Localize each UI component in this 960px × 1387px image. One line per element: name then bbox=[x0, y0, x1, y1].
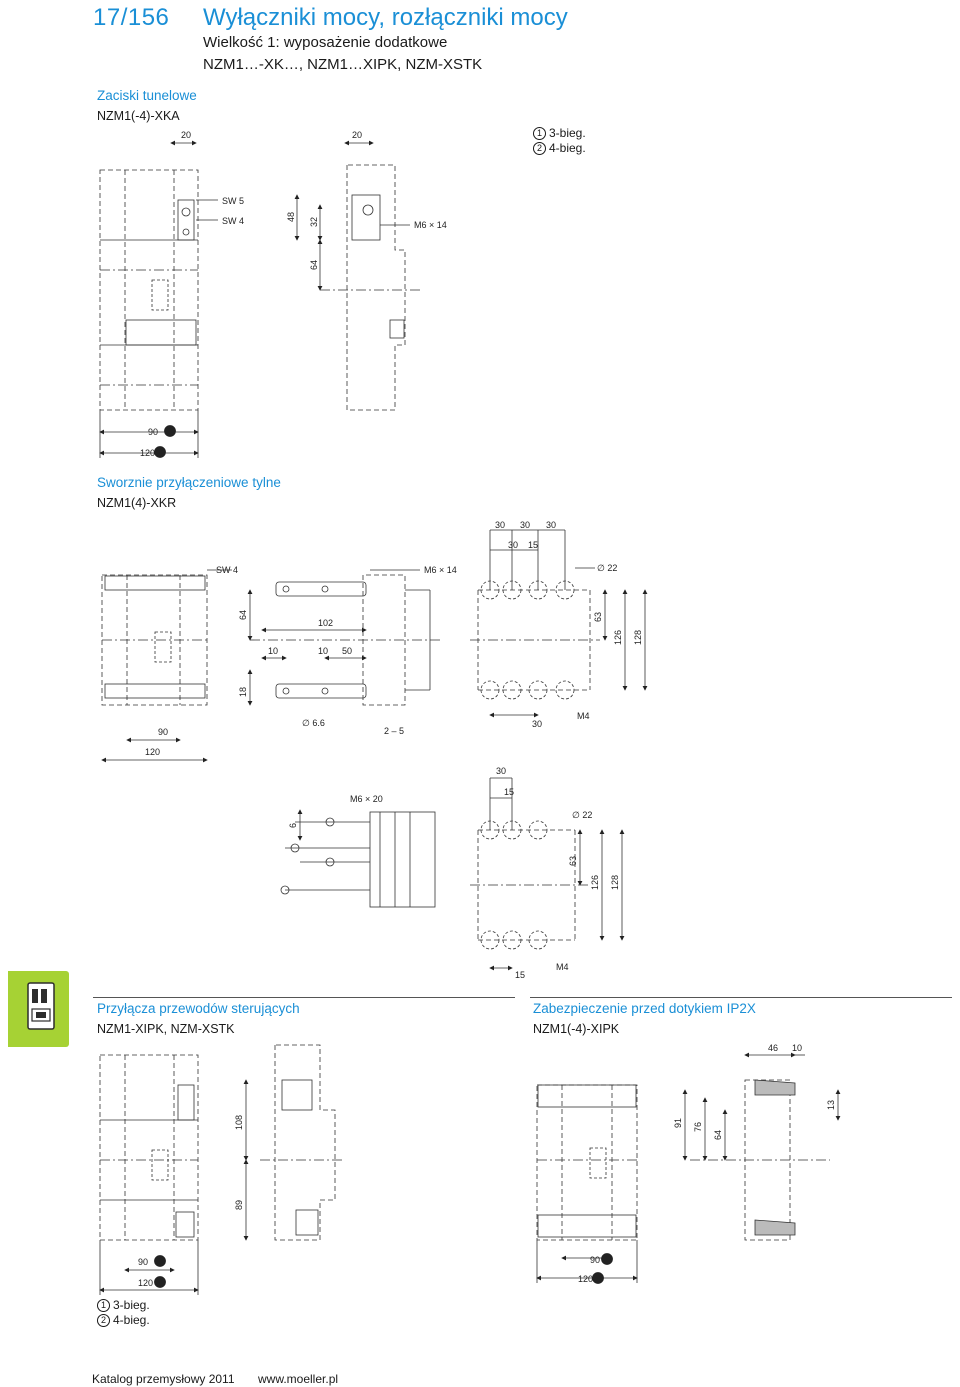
section-code-tunnel-terminals: NZM1(-4)-XKA bbox=[97, 109, 180, 123]
touch-protection-front-view bbox=[536, 1084, 638, 1241]
dim-label: 76 bbox=[693, 1122, 703, 1132]
dim-label: 128 bbox=[633, 630, 643, 645]
dim-label: 46 bbox=[768, 1043, 778, 1053]
section-code-rear-studs: NZM1(4)-XKR bbox=[97, 496, 177, 510]
dim-label: 108 bbox=[234, 1115, 244, 1130]
dim-label: 30 bbox=[495, 520, 505, 530]
dim-label: 126 bbox=[590, 875, 600, 890]
rear-stud-hole-pattern bbox=[470, 580, 600, 700]
dim-label: 89 bbox=[234, 1200, 244, 1210]
dim-label: 10 bbox=[268, 646, 278, 656]
dim-label: ∅ 22 bbox=[597, 563, 617, 573]
dim-label: M6 × 14 bbox=[424, 565, 457, 575]
dim-label: ∅ 22 bbox=[572, 810, 592, 820]
marker-2: 2 bbox=[595, 1273, 600, 1283]
dim-label: 20 bbox=[352, 130, 362, 140]
dim-label: 90 bbox=[148, 427, 158, 437]
marker-1: 1 bbox=[604, 1254, 609, 1264]
rear-stud-side-view bbox=[250, 574, 440, 706]
dim-label: SW 4 bbox=[222, 216, 244, 226]
dim-label: 30 bbox=[520, 520, 530, 530]
dim-label: M4 bbox=[556, 962, 569, 972]
control-wiring-front-view bbox=[99, 1054, 199, 1241]
rear-stud-lower-hole-pattern bbox=[470, 820, 590, 950]
dim-label: 90 bbox=[138, 1257, 148, 1267]
dim-label: 64 bbox=[309, 260, 319, 270]
rear-stud-assembly-view bbox=[280, 811, 436, 908]
dim-label: 90 bbox=[158, 727, 168, 737]
dim-label: 126 bbox=[613, 630, 623, 645]
section-heading-tunnel-terminals: Zaciski tunelowe bbox=[97, 88, 197, 103]
dim-label: M6 × 14 bbox=[414, 220, 447, 230]
dim-label: ∅ 6.6 bbox=[302, 718, 325, 728]
marker-2: 2 bbox=[157, 447, 162, 457]
dim-label: 13 bbox=[826, 1100, 836, 1110]
dim-label: 90 bbox=[590, 1255, 600, 1265]
marker-1: 1 bbox=[167, 426, 172, 436]
section-code-touch-protection: NZM1(-4)-XIPK bbox=[533, 1022, 620, 1036]
marker-1: 1 bbox=[157, 1256, 162, 1266]
control-wiring-side-view bbox=[260, 1044, 345, 1241]
dim-label: 50 bbox=[342, 646, 352, 656]
dim-label: 91 bbox=[673, 1118, 683, 1128]
section-divider bbox=[93, 997, 515, 998]
dim-label: 128 bbox=[610, 875, 620, 890]
dim-label: 63 bbox=[593, 612, 603, 622]
dim-label: 120 bbox=[140, 448, 155, 458]
dim-label: 63 bbox=[568, 856, 578, 866]
dim-label: 10 bbox=[318, 646, 328, 656]
dim-label: M4 bbox=[577, 711, 590, 721]
section-heading-rear-studs: Sworznie przyłączeniowe tylne bbox=[97, 475, 281, 490]
dim-label: 10 bbox=[792, 1043, 802, 1053]
dim-label: 18 bbox=[238, 687, 248, 697]
dim-label: 120 bbox=[578, 1274, 593, 1284]
rear-stud-front-view bbox=[101, 574, 208, 706]
product-codes: NZM1…-XK…, NZM1…XIPK, NZM-XSTK bbox=[203, 56, 483, 73]
dim-label: 30 bbox=[546, 520, 556, 530]
page-number: 17/156 bbox=[93, 4, 170, 31]
section-code-control-wiring: NZM1-XIPK, NZM-XSTK bbox=[97, 1022, 235, 1036]
dim-label: 30 bbox=[508, 540, 518, 550]
footer-url: www.moeller.pl bbox=[258, 1372, 339, 1386]
chapter-tab bbox=[8, 971, 69, 1047]
dim-label: 15 bbox=[515, 970, 525, 980]
tunnel-terminal-side-view bbox=[320, 164, 420, 411]
dim-label: SW 5 bbox=[222, 196, 244, 206]
dim-label: 30 bbox=[496, 766, 506, 776]
dim-label: 120 bbox=[145, 747, 160, 757]
dim-label: M6 × 20 bbox=[350, 794, 383, 804]
section-heading-control-wiring: Przyłącza przewodów sterujących bbox=[97, 1001, 300, 1016]
marker-2: 2 bbox=[157, 1277, 162, 1287]
dim-label: 15 bbox=[504, 787, 514, 797]
dim-label: 102 bbox=[318, 618, 333, 628]
dim-label: 15 bbox=[528, 540, 538, 550]
dim-label: 30 bbox=[532, 719, 542, 729]
tunnel-terminal-front-view bbox=[99, 169, 199, 411]
dim-label: 64 bbox=[238, 610, 248, 620]
breaker-icon bbox=[27, 982, 55, 1030]
dim-label: 64 bbox=[713, 1130, 723, 1140]
dim-label: 6 bbox=[288, 823, 298, 828]
section-divider bbox=[530, 997, 952, 998]
page-title: Wyłączniki mocy, rozłączniki mocy bbox=[203, 4, 568, 31]
dim-label: SW 4 bbox=[216, 565, 238, 575]
dim-label: 20 bbox=[181, 130, 191, 140]
section-heading-touch-protection: Zabezpieczenie przed dotykiem IP2X bbox=[533, 1001, 756, 1016]
touch-protection-side-view bbox=[690, 1079, 830, 1241]
dim-label: 120 bbox=[138, 1278, 153, 1288]
dim-label: 48 bbox=[286, 212, 296, 222]
dim-label: 2 – 5 bbox=[384, 726, 404, 736]
dim-label: 32 bbox=[309, 217, 319, 227]
footer-catalog: Katalog przemysłowy 2011 bbox=[92, 1372, 235, 1386]
page-subtitle: Wielkość 1: wyposażenie dodatkowe bbox=[203, 34, 448, 51]
